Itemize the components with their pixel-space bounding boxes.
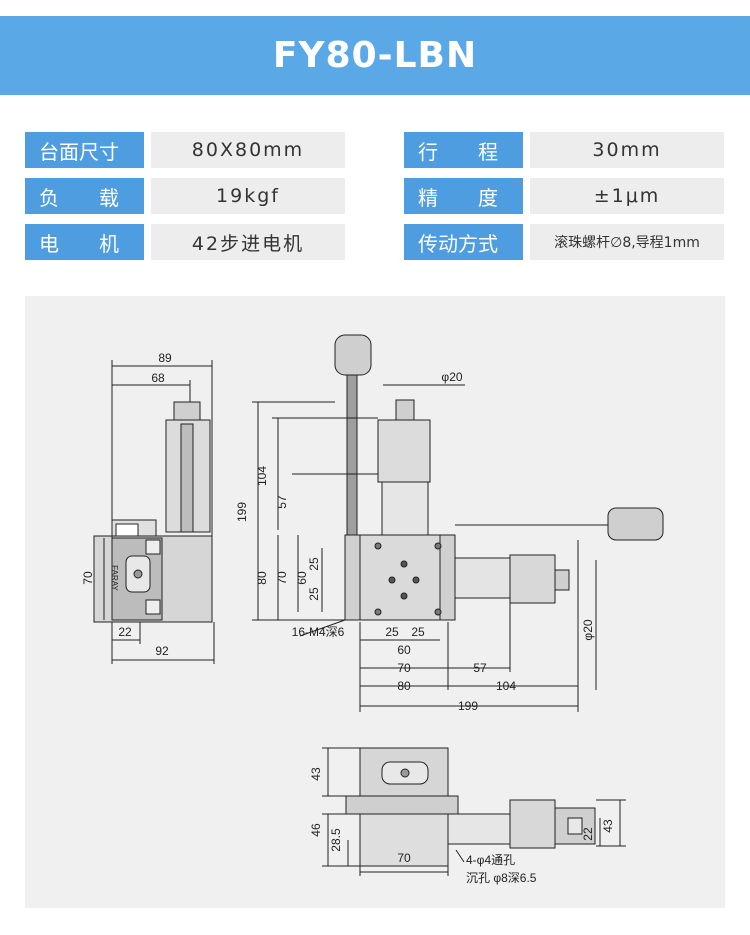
spec-value: 42步进电机	[151, 224, 345, 260]
dim-label: 80	[397, 679, 411, 693]
front-view	[322, 747, 626, 876]
dim-label: 22	[581, 827, 595, 841]
dim-label: 104	[496, 679, 516, 693]
dim-label: 199	[235, 502, 249, 522]
callout-label: 16-M4深6	[292, 625, 345, 639]
dim-label: 70	[397, 661, 411, 675]
product-title: FY80-LBN	[272, 35, 478, 76]
spec-label: 传动方式	[404, 224, 523, 260]
dim-label: 57	[473, 661, 487, 675]
callout-label: 沉孔 φ8深6.5	[466, 871, 537, 885]
spec-stroke: 行 程 30mm	[404, 132, 724, 168]
dim-label: 89	[158, 351, 172, 365]
spec-label: 负 载	[25, 178, 144, 214]
dim-label: 22	[118, 625, 132, 639]
drawing-svg: FARAY 89 68 70 22 92 φ20 104 57 199 80 7…	[81, 334, 664, 885]
side-view	[93, 360, 215, 664]
dim-label: 25	[307, 557, 321, 571]
dim-label: 25	[307, 587, 321, 601]
dim-label: φ20	[441, 370, 462, 384]
spec-value: 19kgf	[151, 178, 345, 214]
dim-label: 70	[81, 571, 95, 585]
spec-drive: 传动方式 滚珠螺杆∅8,导程1mm	[404, 224, 724, 260]
top-view	[252, 334, 664, 712]
dim-label: 60	[397, 643, 411, 657]
dim-label: 60	[295, 571, 309, 585]
callout-label: 4-φ4通孔	[466, 853, 515, 867]
brand-label: FARAY	[110, 565, 119, 591]
spec-value: ±1μm	[530, 178, 724, 214]
dim-label: 70	[397, 851, 411, 865]
dim-label: 43	[601, 819, 615, 833]
dim-label: 43	[309, 767, 323, 781]
dim-label: 46	[309, 823, 323, 837]
spec-value: 滚珠螺杆∅8,导程1mm	[530, 224, 724, 260]
spec-value: 80X80mm	[151, 132, 345, 168]
spec-motor: 电 机 42步进电机	[25, 224, 345, 260]
spec-label: 行 程	[404, 132, 523, 168]
spec-label: 电 机	[25, 224, 144, 260]
dim-label: 92	[155, 644, 169, 658]
title-banner: FY80-LBN	[0, 16, 750, 95]
spec-label: 台面尺寸	[25, 132, 144, 168]
dim-label: 70	[275, 571, 289, 585]
spec-value: 30mm	[530, 132, 724, 168]
dim-label: 68	[151, 371, 165, 385]
dim-label: 25	[411, 625, 425, 639]
dim-label: 25	[385, 625, 399, 639]
spec-accuracy: 精 度 ±1μm	[404, 178, 724, 214]
technical-drawing: FARAY 89 68 70 22 92 φ20 104 57 199 80 7…	[25, 296, 725, 908]
spec-table-size: 台面尺寸 80X80mm	[25, 132, 345, 168]
dim-label: 80	[255, 571, 269, 585]
spec-label: 精 度	[404, 178, 523, 214]
dim-label: φ20	[581, 619, 595, 640]
dim-label: 28.5	[329, 828, 343, 852]
dim-label: 57	[275, 495, 289, 509]
dim-label: 199	[458, 699, 478, 713]
dim-label: 104	[255, 466, 269, 486]
spec-load: 负 载 19kgf	[25, 178, 345, 214]
